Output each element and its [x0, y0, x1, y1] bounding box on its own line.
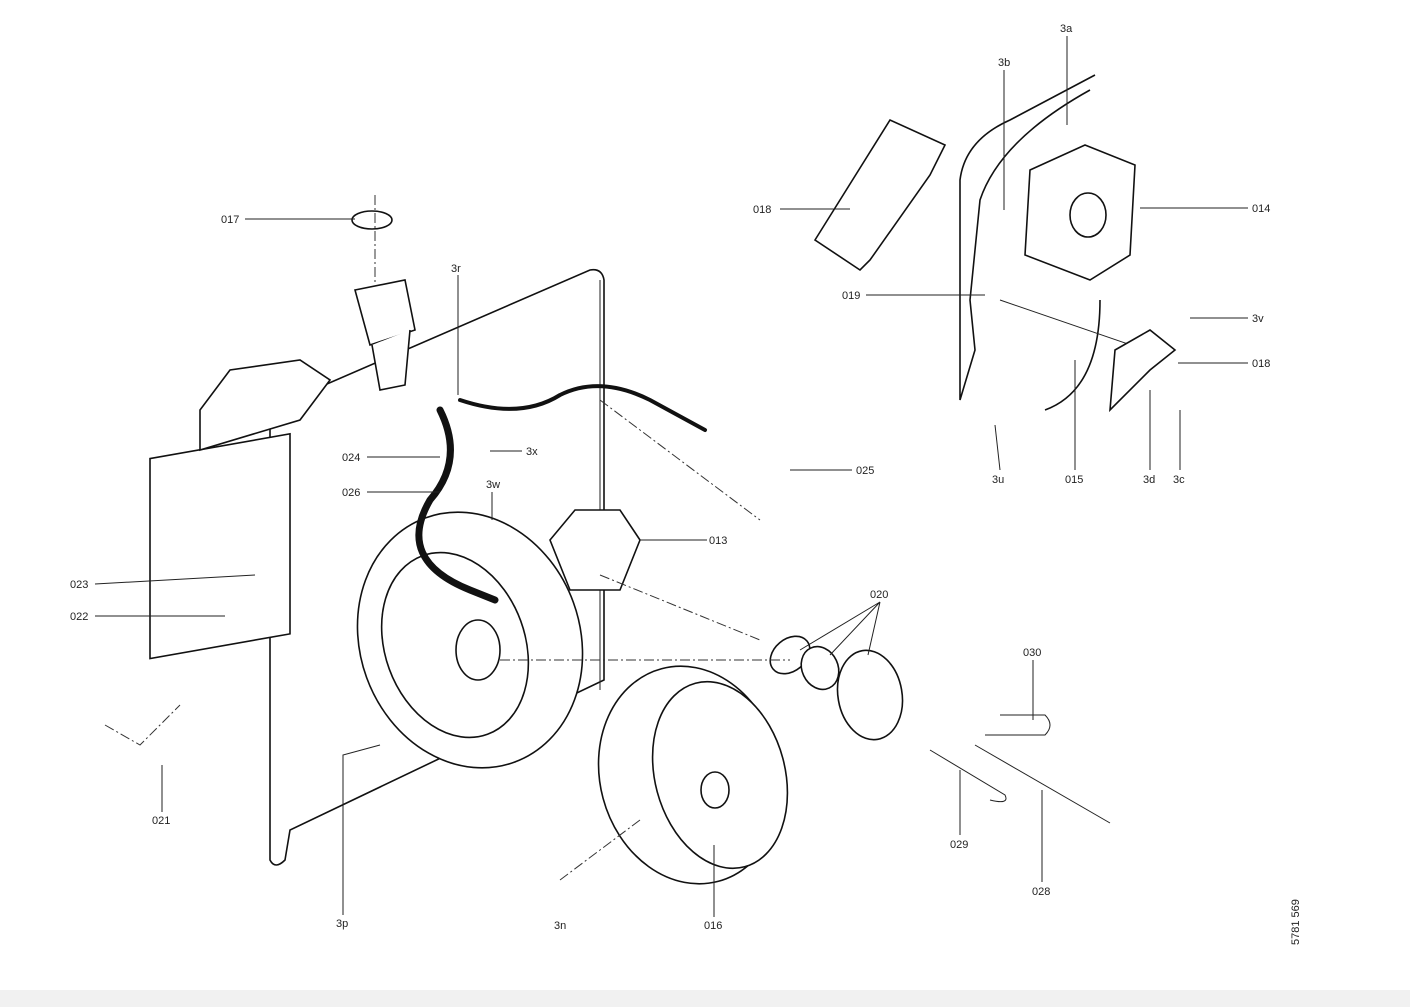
drawing-number: 5781 569: [1290, 899, 1302, 945]
ignition-cable: [458, 384, 707, 432]
label-025: 025: [856, 465, 874, 477]
label-026: 026: [342, 487, 360, 499]
label-3x: 3x: [526, 446, 538, 458]
label-3w: 3w: [486, 479, 500, 491]
label-022: 022: [70, 611, 88, 623]
label-3b: 3b: [998, 57, 1010, 69]
pump-body: [149, 432, 291, 660]
label-021: 021: [152, 815, 170, 827]
label-3r: 3r: [451, 263, 461, 275]
leader-lines: [94, 36, 1248, 917]
label-3n: 3n: [554, 920, 566, 932]
seal-ring: [351, 210, 393, 230]
label-3d: 3d: [1143, 474, 1155, 486]
label-016: 016: [704, 920, 722, 932]
label-014: 014: [1252, 203, 1270, 215]
label-028: 028: [1032, 886, 1050, 898]
label-024: 024: [342, 452, 360, 464]
label-029: 029: [950, 839, 968, 851]
label-3a: 3a: [1060, 23, 1073, 35]
label-018-clamp: 018: [1252, 358, 1270, 370]
label-023: 023: [70, 579, 88, 591]
label-013: 013: [709, 535, 727, 547]
label-3p: 3p: [336, 918, 348, 930]
label-020: 020: [870, 589, 888, 601]
label-018-bracket: 018: [753, 204, 771, 216]
label-015: 015: [1065, 474, 1083, 486]
footer-bar: [0, 990, 1410, 1007]
diffuser-disk: [836, 649, 904, 741]
cable-026: [415, 406, 499, 604]
bracket-018: [813, 118, 947, 272]
label-3v: 3v: [1252, 313, 1264, 325]
label-3c: 3c: [1173, 474, 1185, 486]
label-030: 030: [1023, 647, 1041, 659]
label-019: 019: [842, 290, 860, 302]
flange-plate: [959, 74, 1096, 401]
label-3u: 3u: [992, 474, 1004, 486]
label-017: 017: [221, 214, 239, 226]
